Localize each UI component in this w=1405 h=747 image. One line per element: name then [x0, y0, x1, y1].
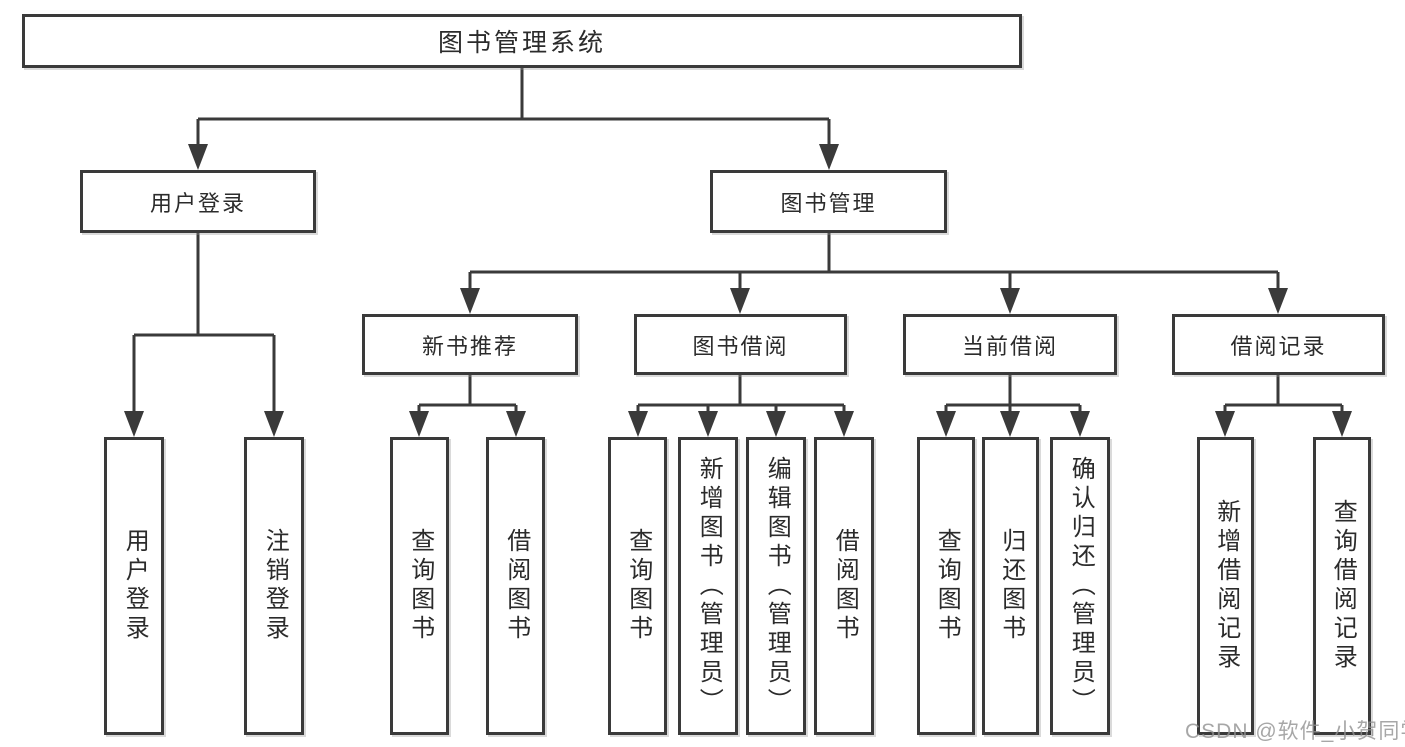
node-label: 借阅图书 [502, 528, 530, 644]
connector-borrow-records-to-children [1223, 375, 1344, 413]
node-label: 查询图书 [406, 528, 434, 644]
arrowheads [124, 144, 1352, 437]
node-user-login: 用户登录 [80, 170, 316, 233]
node-label: 查询图书 [624, 528, 652, 644]
connector-root-to-level2 [196, 68, 831, 146]
leaf-query-books-recommend: 查询图书 [390, 437, 449, 735]
node-label: 编辑图书（管理员） [763, 455, 791, 717]
node-label: 注销登录 [261, 528, 289, 644]
node-label: 查询借阅记录 [1329, 499, 1357, 673]
leaf-borrow-books: 借阅图书 [814, 437, 874, 735]
leaf-query-books-current: 查询图书 [917, 437, 975, 735]
node-label: 借阅记录 [1230, 333, 1327, 359]
node-label: 用户登录 [121, 528, 149, 644]
node-root-system: 图书管理系统 [22, 14, 1022, 68]
node-label: 用户登录 [149, 190, 246, 216]
node-label: 图书借阅 [692, 333, 789, 359]
leaf-logout: 注销登录 [244, 437, 304, 735]
connector-user-login-to-children [132, 233, 276, 413]
leaf-confirm-return-admin: 确认归还（管理员） [1050, 437, 1110, 735]
node-label: 新书推荐 [421, 333, 518, 359]
node-book-management: 图书管理 [710, 170, 947, 233]
leaf-return-book: 归还图书 [982, 437, 1039, 735]
node-new-book-recommend: 新书推荐 [362, 314, 578, 375]
connector-current-borrow-to-children [944, 375, 1082, 413]
leaf-add-borrow-record: 新增借阅记录 [1197, 437, 1254, 735]
node-label: 借阅图书 [831, 528, 859, 644]
leaf-query-books-borrow: 查询图书 [608, 437, 667, 735]
connector-book-borrow-to-children [636, 375, 846, 413]
watermark: CSDN @软件_小贺同学 [1185, 720, 1405, 743]
node-label: 新增借阅记录 [1212, 499, 1240, 673]
node-book-borrow: 图书借阅 [634, 314, 847, 375]
leaf-user-login: 用户登录 [104, 437, 164, 735]
connector-book-management-to-level3 [468, 233, 1280, 290]
leaf-add-book-admin: 新增图书（管理员） [678, 437, 738, 735]
connector-new-book-recommend-to-children [417, 375, 518, 413]
leaf-edit-book-admin: 编辑图书（管理员） [746, 437, 806, 735]
node-label: 图书管理系统 [437, 29, 606, 57]
node-label: 归还图书 [997, 528, 1025, 644]
node-label: 新增图书（管理员） [695, 455, 723, 717]
node-current-borrow: 当前借阅 [903, 314, 1117, 375]
node-label: 查询图书 [933, 528, 961, 644]
leaf-query-borrow-record: 查询借阅记录 [1313, 437, 1371, 735]
node-label: 图书管理 [780, 190, 877, 216]
node-borrow-records: 借阅记录 [1172, 314, 1385, 375]
node-label: 当前借阅 [961, 333, 1058, 359]
node-label: 确认归还（管理员） [1067, 455, 1095, 717]
leaf-borrow-books-recommend: 借阅图书 [486, 437, 545, 735]
